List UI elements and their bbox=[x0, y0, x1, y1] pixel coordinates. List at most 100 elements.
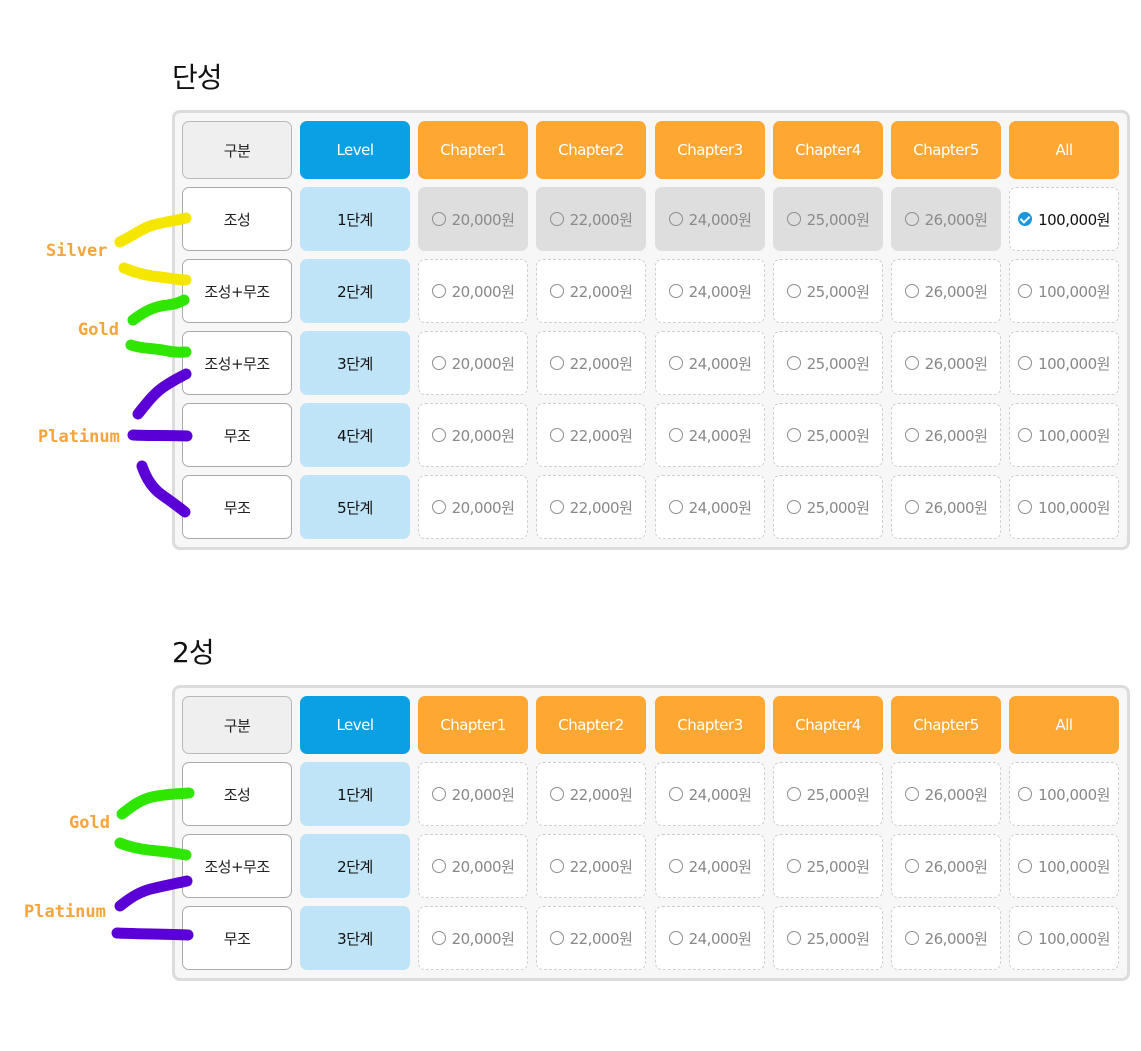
price-option[interactable]: 25,000원 bbox=[773, 834, 883, 898]
price-option[interactable]: 100,000원 bbox=[1009, 187, 1119, 251]
radio-icon bbox=[904, 428, 919, 442]
price-label: 20,000원 bbox=[451, 498, 515, 517]
header-chapter-5: Chapter5 bbox=[891, 121, 1001, 179]
price-option[interactable]: 22,000원 bbox=[536, 403, 646, 467]
price-option[interactable]: 24,000원 bbox=[655, 403, 765, 467]
price-option[interactable]: 20,000원 bbox=[418, 834, 528, 898]
price-option[interactable]: 100,000원 bbox=[1009, 259, 1119, 323]
price-option[interactable]: 24,000원 bbox=[655, 475, 765, 539]
radio-icon bbox=[904, 859, 919, 873]
header-level: Level bbox=[300, 121, 410, 179]
price-label: 26,000원 bbox=[924, 426, 988, 445]
price-label: 25,000원 bbox=[806, 426, 870, 445]
level-cell: 3단계 bbox=[300, 906, 410, 970]
price-option[interactable]: 22,000원 bbox=[536, 259, 646, 323]
price-label: 22,000원 bbox=[569, 785, 633, 804]
level-cell: 5단계 bbox=[300, 475, 410, 539]
price-label: 20,000원 bbox=[451, 426, 515, 445]
gold-bracket-bottom-2 bbox=[114, 837, 192, 861]
level-cell: 3단계 bbox=[300, 331, 410, 395]
price-option[interactable]: 20,000원 bbox=[418, 906, 528, 970]
header-chapter-6: All bbox=[1009, 121, 1119, 179]
price-option: 22,000원 bbox=[536, 187, 646, 251]
radio-icon bbox=[904, 500, 919, 514]
price-option[interactable]: 25,000원 bbox=[773, 331, 883, 395]
price-option[interactable]: 24,000원 bbox=[655, 331, 765, 395]
price-option[interactable]: 25,000원 bbox=[773, 475, 883, 539]
price-option[interactable]: 22,000원 bbox=[536, 475, 646, 539]
price-label: 100,000원 bbox=[1038, 354, 1110, 373]
price-option[interactable]: 26,000원 bbox=[891, 475, 1001, 539]
radio-icon bbox=[668, 931, 683, 945]
radio-icon bbox=[904, 212, 919, 226]
price-option[interactable]: 100,000원 bbox=[1009, 475, 1119, 539]
price-option[interactable]: 26,000원 bbox=[891, 403, 1001, 467]
price-label: 25,000원 bbox=[806, 354, 870, 373]
price-option[interactable]: 100,000원 bbox=[1009, 834, 1119, 898]
price-option[interactable]: 25,000원 bbox=[773, 762, 883, 826]
price-label: 26,000원 bbox=[924, 857, 988, 876]
radio-icon bbox=[1018, 787, 1033, 801]
radio-icon bbox=[668, 212, 683, 226]
silver-bracket-top bbox=[114, 212, 192, 248]
header-chapter-3: Chapter3 bbox=[655, 121, 765, 179]
header-chapter-1: Chapter1 bbox=[418, 696, 528, 754]
radio-icon bbox=[904, 787, 919, 801]
price-option[interactable]: 26,000원 bbox=[891, 259, 1001, 323]
price-option[interactable]: 24,000원 bbox=[655, 834, 765, 898]
grade-cell: 조성+무조 bbox=[182, 259, 292, 323]
price-option[interactable]: 22,000원 bbox=[536, 331, 646, 395]
header-chapter-1: Chapter1 bbox=[418, 121, 528, 179]
price-option[interactable]: 26,000원 bbox=[891, 906, 1001, 970]
price-label: 20,000원 bbox=[451, 929, 515, 948]
price-option[interactable]: 22,000원 bbox=[536, 834, 646, 898]
price-option[interactable]: 25,000원 bbox=[773, 259, 883, 323]
radio-checked-icon bbox=[1018, 212, 1033, 226]
price-option[interactable]: 25,000원 bbox=[773, 906, 883, 970]
price-label: 22,000원 bbox=[569, 498, 633, 517]
price-label: 25,000원 bbox=[806, 498, 870, 517]
level-cell: 1단계 bbox=[300, 762, 410, 826]
radio-icon bbox=[549, 356, 564, 370]
price-label: 100,000원 bbox=[1038, 929, 1110, 948]
price-option[interactable]: 26,000원 bbox=[891, 762, 1001, 826]
radio-icon bbox=[549, 284, 564, 298]
header-gubun: 구분 bbox=[182, 696, 292, 754]
price-option[interactable]: 25,000원 bbox=[773, 403, 883, 467]
price-option[interactable]: 20,000원 bbox=[418, 331, 528, 395]
price-option[interactable]: 24,000원 bbox=[655, 259, 765, 323]
radio-icon bbox=[549, 931, 564, 945]
price-label: 25,000원 bbox=[806, 929, 870, 948]
price-option[interactable]: 100,000원 bbox=[1009, 906, 1119, 970]
price-option[interactable]: 20,000원 bbox=[418, 403, 528, 467]
price-option[interactable]: 22,000원 bbox=[536, 906, 646, 970]
radio-icon bbox=[786, 284, 801, 298]
price-option[interactable]: 20,000원 bbox=[418, 259, 528, 323]
price-option[interactable]: 24,000원 bbox=[655, 762, 765, 826]
price-option[interactable]: 20,000원 bbox=[418, 475, 528, 539]
price-option[interactable]: 26,000원 bbox=[891, 331, 1001, 395]
radio-icon bbox=[1018, 859, 1033, 873]
price-option[interactable]: 100,000원 bbox=[1009, 762, 1119, 826]
radio-icon bbox=[431, 931, 446, 945]
price-label: 20,000원 bbox=[451, 210, 515, 229]
price-label: 25,000원 bbox=[806, 282, 870, 301]
price-option[interactable]: 22,000원 bbox=[536, 762, 646, 826]
price-option[interactable]: 100,000원 bbox=[1009, 331, 1119, 395]
price-option[interactable]: 100,000원 bbox=[1009, 403, 1119, 467]
radio-icon bbox=[549, 428, 564, 442]
price-label: 20,000원 bbox=[451, 785, 515, 804]
gold-bracket-top bbox=[127, 294, 190, 326]
price-label: 24,000원 bbox=[688, 426, 752, 445]
price-option[interactable]: 20,000원 bbox=[418, 762, 528, 826]
radio-icon bbox=[1018, 356, 1033, 370]
price-option[interactable]: 24,000원 bbox=[655, 906, 765, 970]
price-label: 25,000원 bbox=[806, 785, 870, 804]
price-option[interactable]: 26,000원 bbox=[891, 834, 1001, 898]
price-label: 24,000원 bbox=[688, 498, 752, 517]
